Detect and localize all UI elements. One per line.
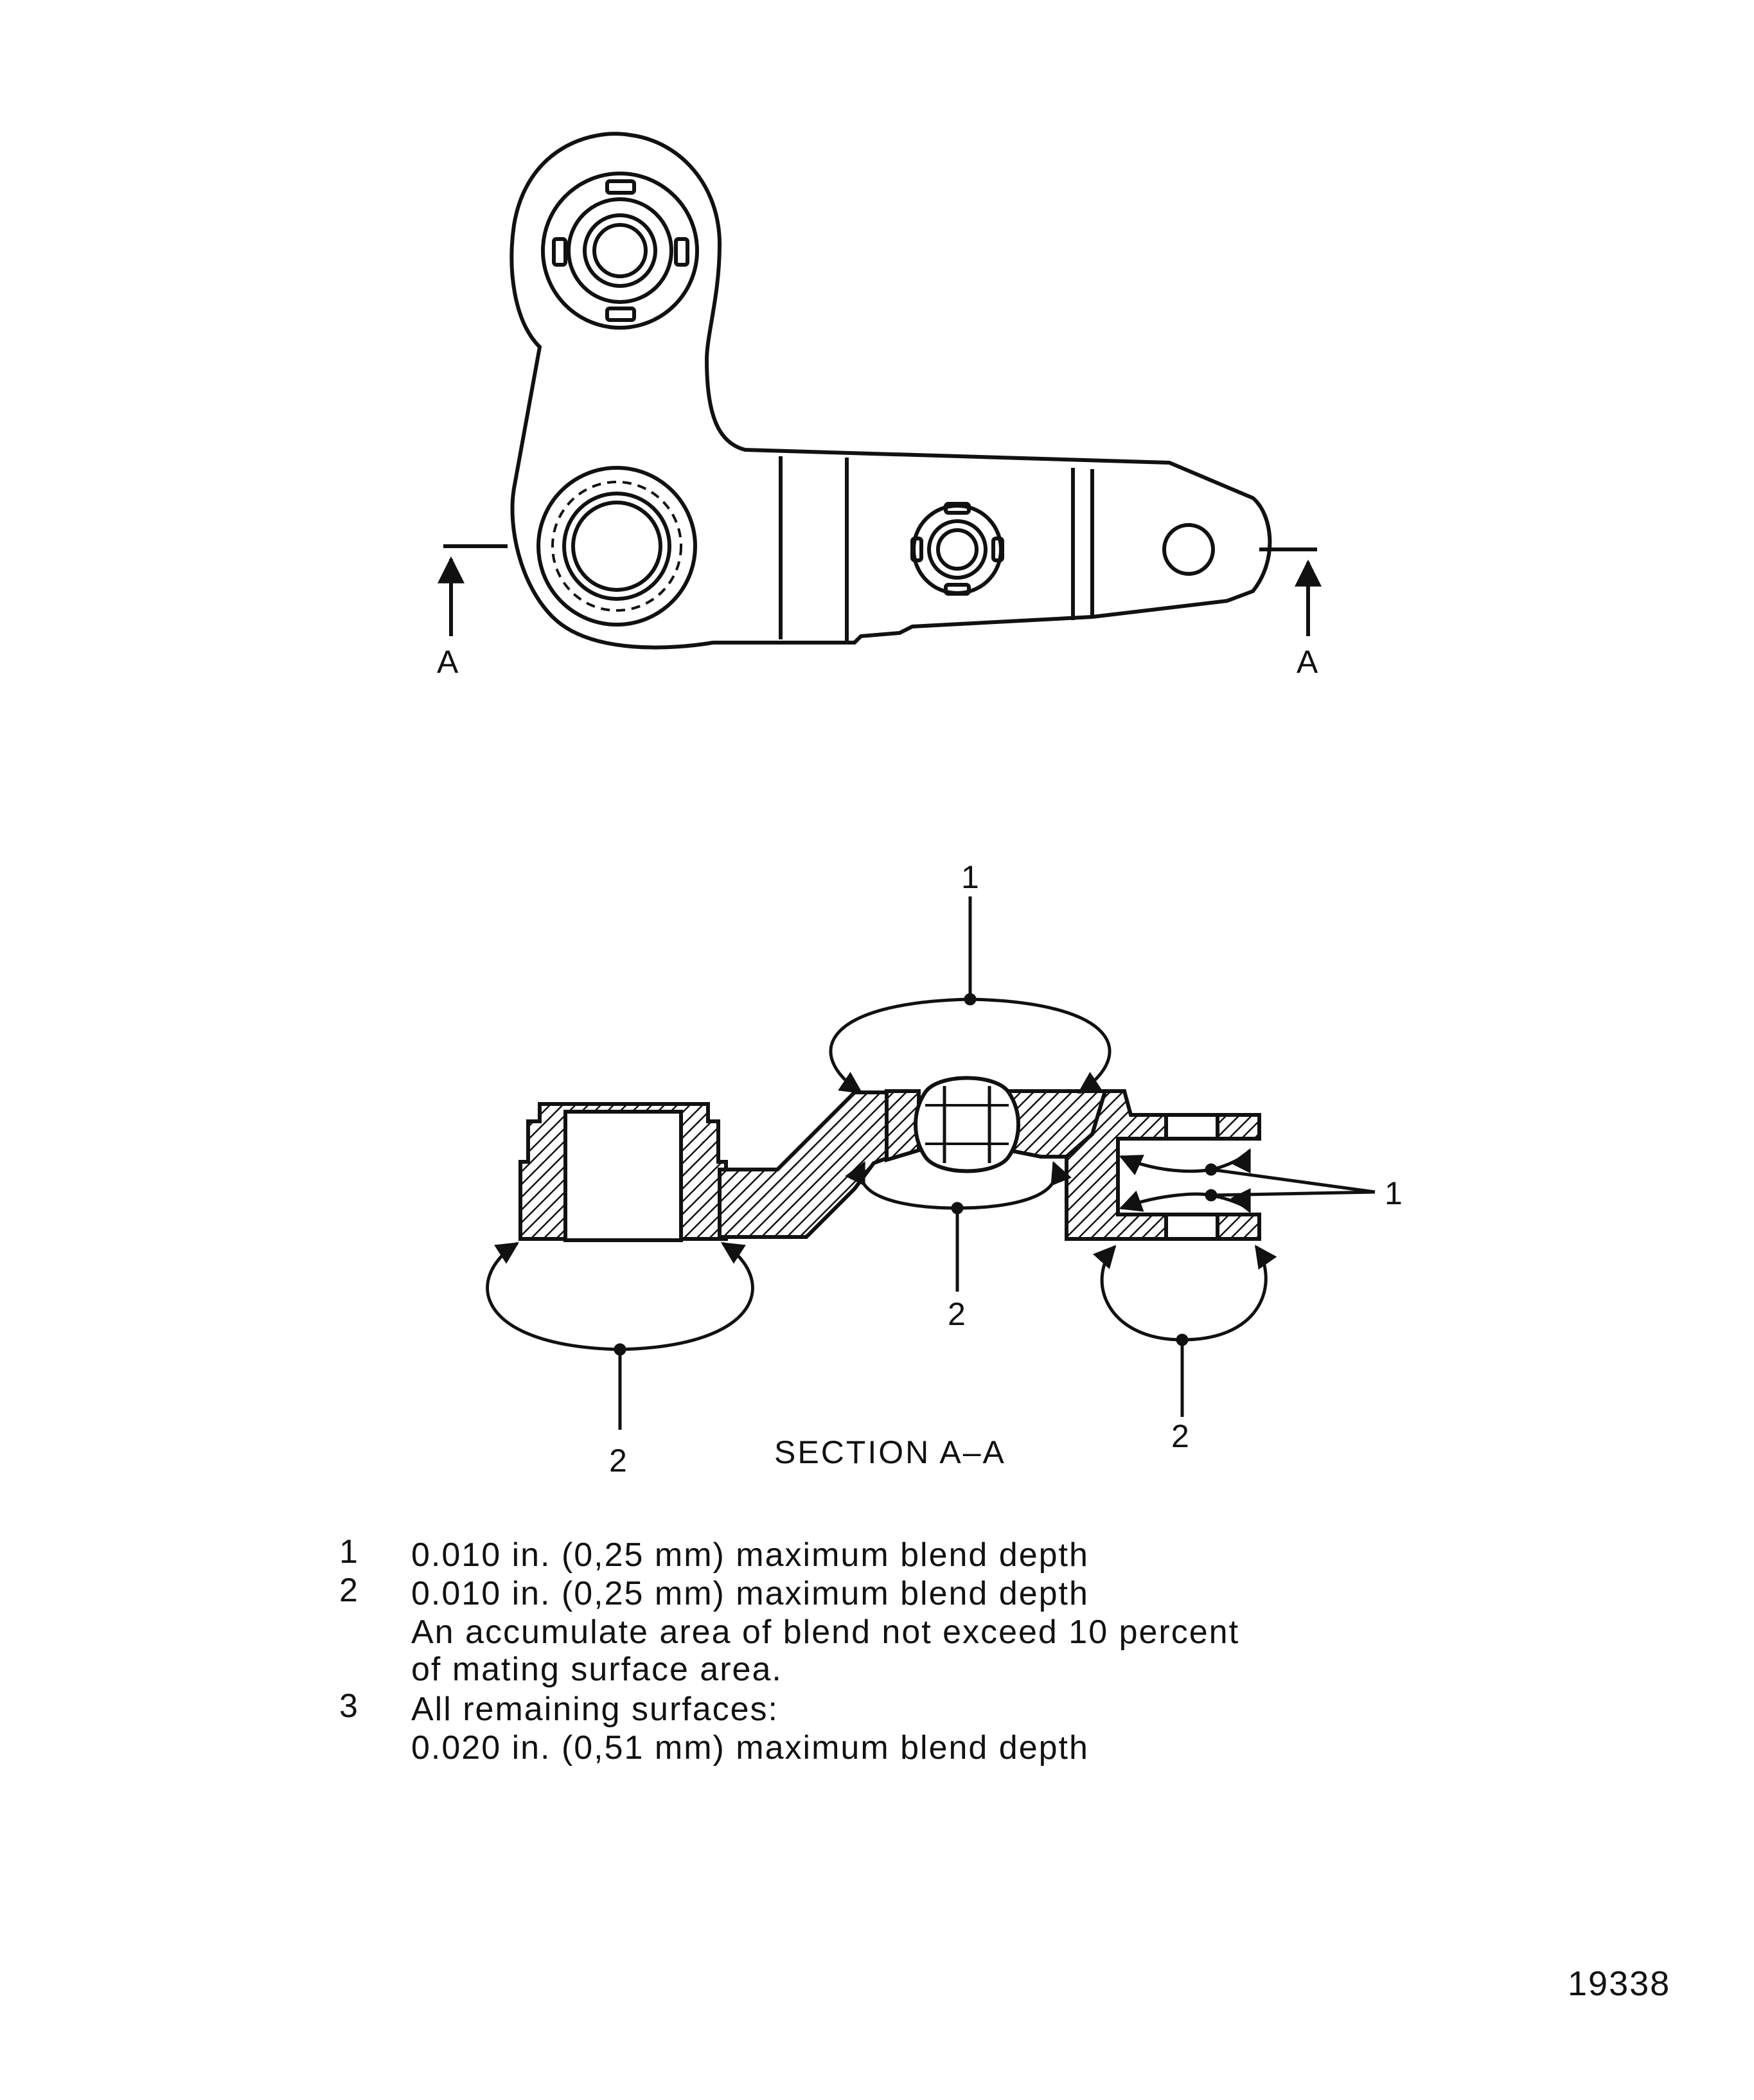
note-1-line-1: 0.010 in. (0,25 mm) maximum blend depth (411, 1536, 1089, 1574)
callouts (486, 896, 1376, 1430)
upper-eye-inner (583, 213, 657, 288)
section-view (518, 1076, 1261, 1242)
end-hole (1162, 523, 1215, 576)
figure-number: 19338 (1568, 1964, 1671, 2003)
note-2-line-2: An accumulate area of blend not exceed 1… (411, 1614, 1240, 1651)
callout-2-left: 2 (609, 1443, 627, 1479)
upper-eye-hole (592, 223, 648, 278)
main-bore-outer (536, 466, 697, 627)
main-bore-inner (562, 492, 671, 601)
center-nut-mid (927, 519, 988, 580)
section-left-bore (563, 1110, 683, 1242)
lever-outline (509, 132, 1272, 650)
clevis-hole-top (1164, 1113, 1219, 1141)
callout-1-right: 1 (1385, 1175, 1403, 1211)
upper-eye-mid (567, 197, 673, 304)
callout-1-top: 1 (961, 859, 979, 895)
note-2-line-1: 0.010 in. (0,25 mm) maximum blend depth (411, 1575, 1089, 1612)
top-view (438, 132, 1322, 650)
center-nut-hole (936, 528, 979, 571)
clevis-hole-bottom (1164, 1213, 1219, 1241)
note-2-line-3: of mating surface area. (411, 1651, 783, 1688)
main-bore-dashed (551, 481, 682, 612)
callout-2-center: 2 (948, 1296, 966, 1332)
note-3-number: 3 (339, 1687, 359, 1725)
section-bearing (914, 1076, 1020, 1173)
section-marker-right: A (1297, 644, 1318, 680)
note-3-line-2: 0.020 in. (0,51 mm) maximum blend depth (411, 1729, 1089, 1766)
upper-eye-outer (541, 172, 699, 330)
note-3-line-1: All remaining surfaces: (411, 1691, 779, 1728)
callout-2-right: 2 (1171, 1418, 1189, 1454)
center-nut-outer (912, 504, 1003, 595)
note-1-number: 1 (339, 1533, 359, 1571)
note-2-number: 2 (339, 1572, 359, 1609)
section-marker-left: A (437, 644, 459, 680)
main-bore-hole (571, 501, 662, 592)
section-title: SECTION A–A (774, 1434, 1006, 1470)
